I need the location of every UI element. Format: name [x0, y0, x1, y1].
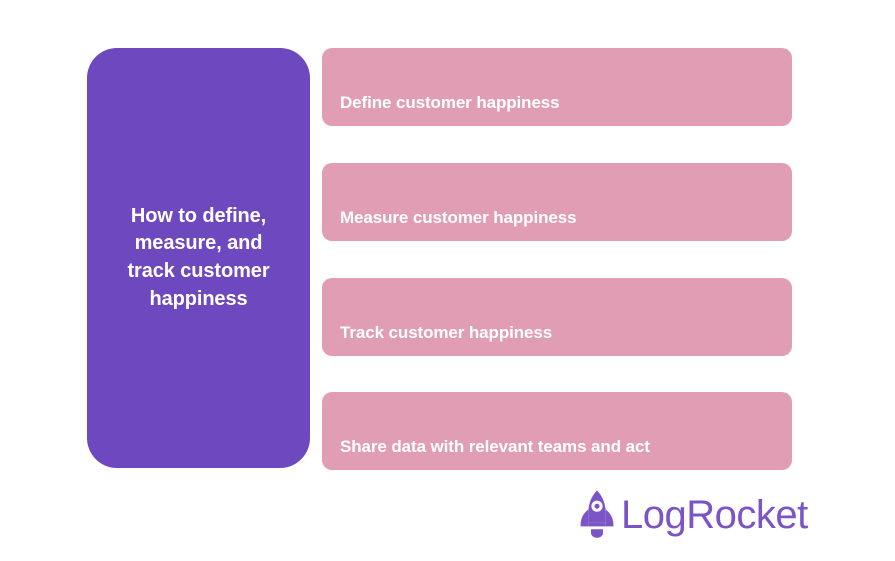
- step-card: Measure customer happiness: [322, 163, 792, 241]
- step-card: Share data with relevant teams and act: [322, 392, 792, 470]
- rocket-icon: [580, 490, 614, 538]
- logrocket-logo: LogRocket: [578, 487, 808, 541]
- page-title: How to define, measure, and track custom…: [127, 204, 270, 310]
- step-label: Track customer happiness: [340, 323, 553, 342]
- step-card: Define customer happiness: [322, 48, 792, 126]
- logo-wordmark: LogRocket: [621, 493, 808, 537]
- step-label: Measure customer happiness: [340, 208, 577, 227]
- step-label: Define customer happiness: [340, 93, 560, 112]
- steps-list: Define customer happiness Measure custom…: [322, 48, 792, 470]
- step-label: Share data with relevant teams and act: [340, 437, 650, 456]
- step-card: Track customer happiness: [322, 278, 792, 356]
- title-panel: How to define, measure, and track custom…: [87, 48, 310, 468]
